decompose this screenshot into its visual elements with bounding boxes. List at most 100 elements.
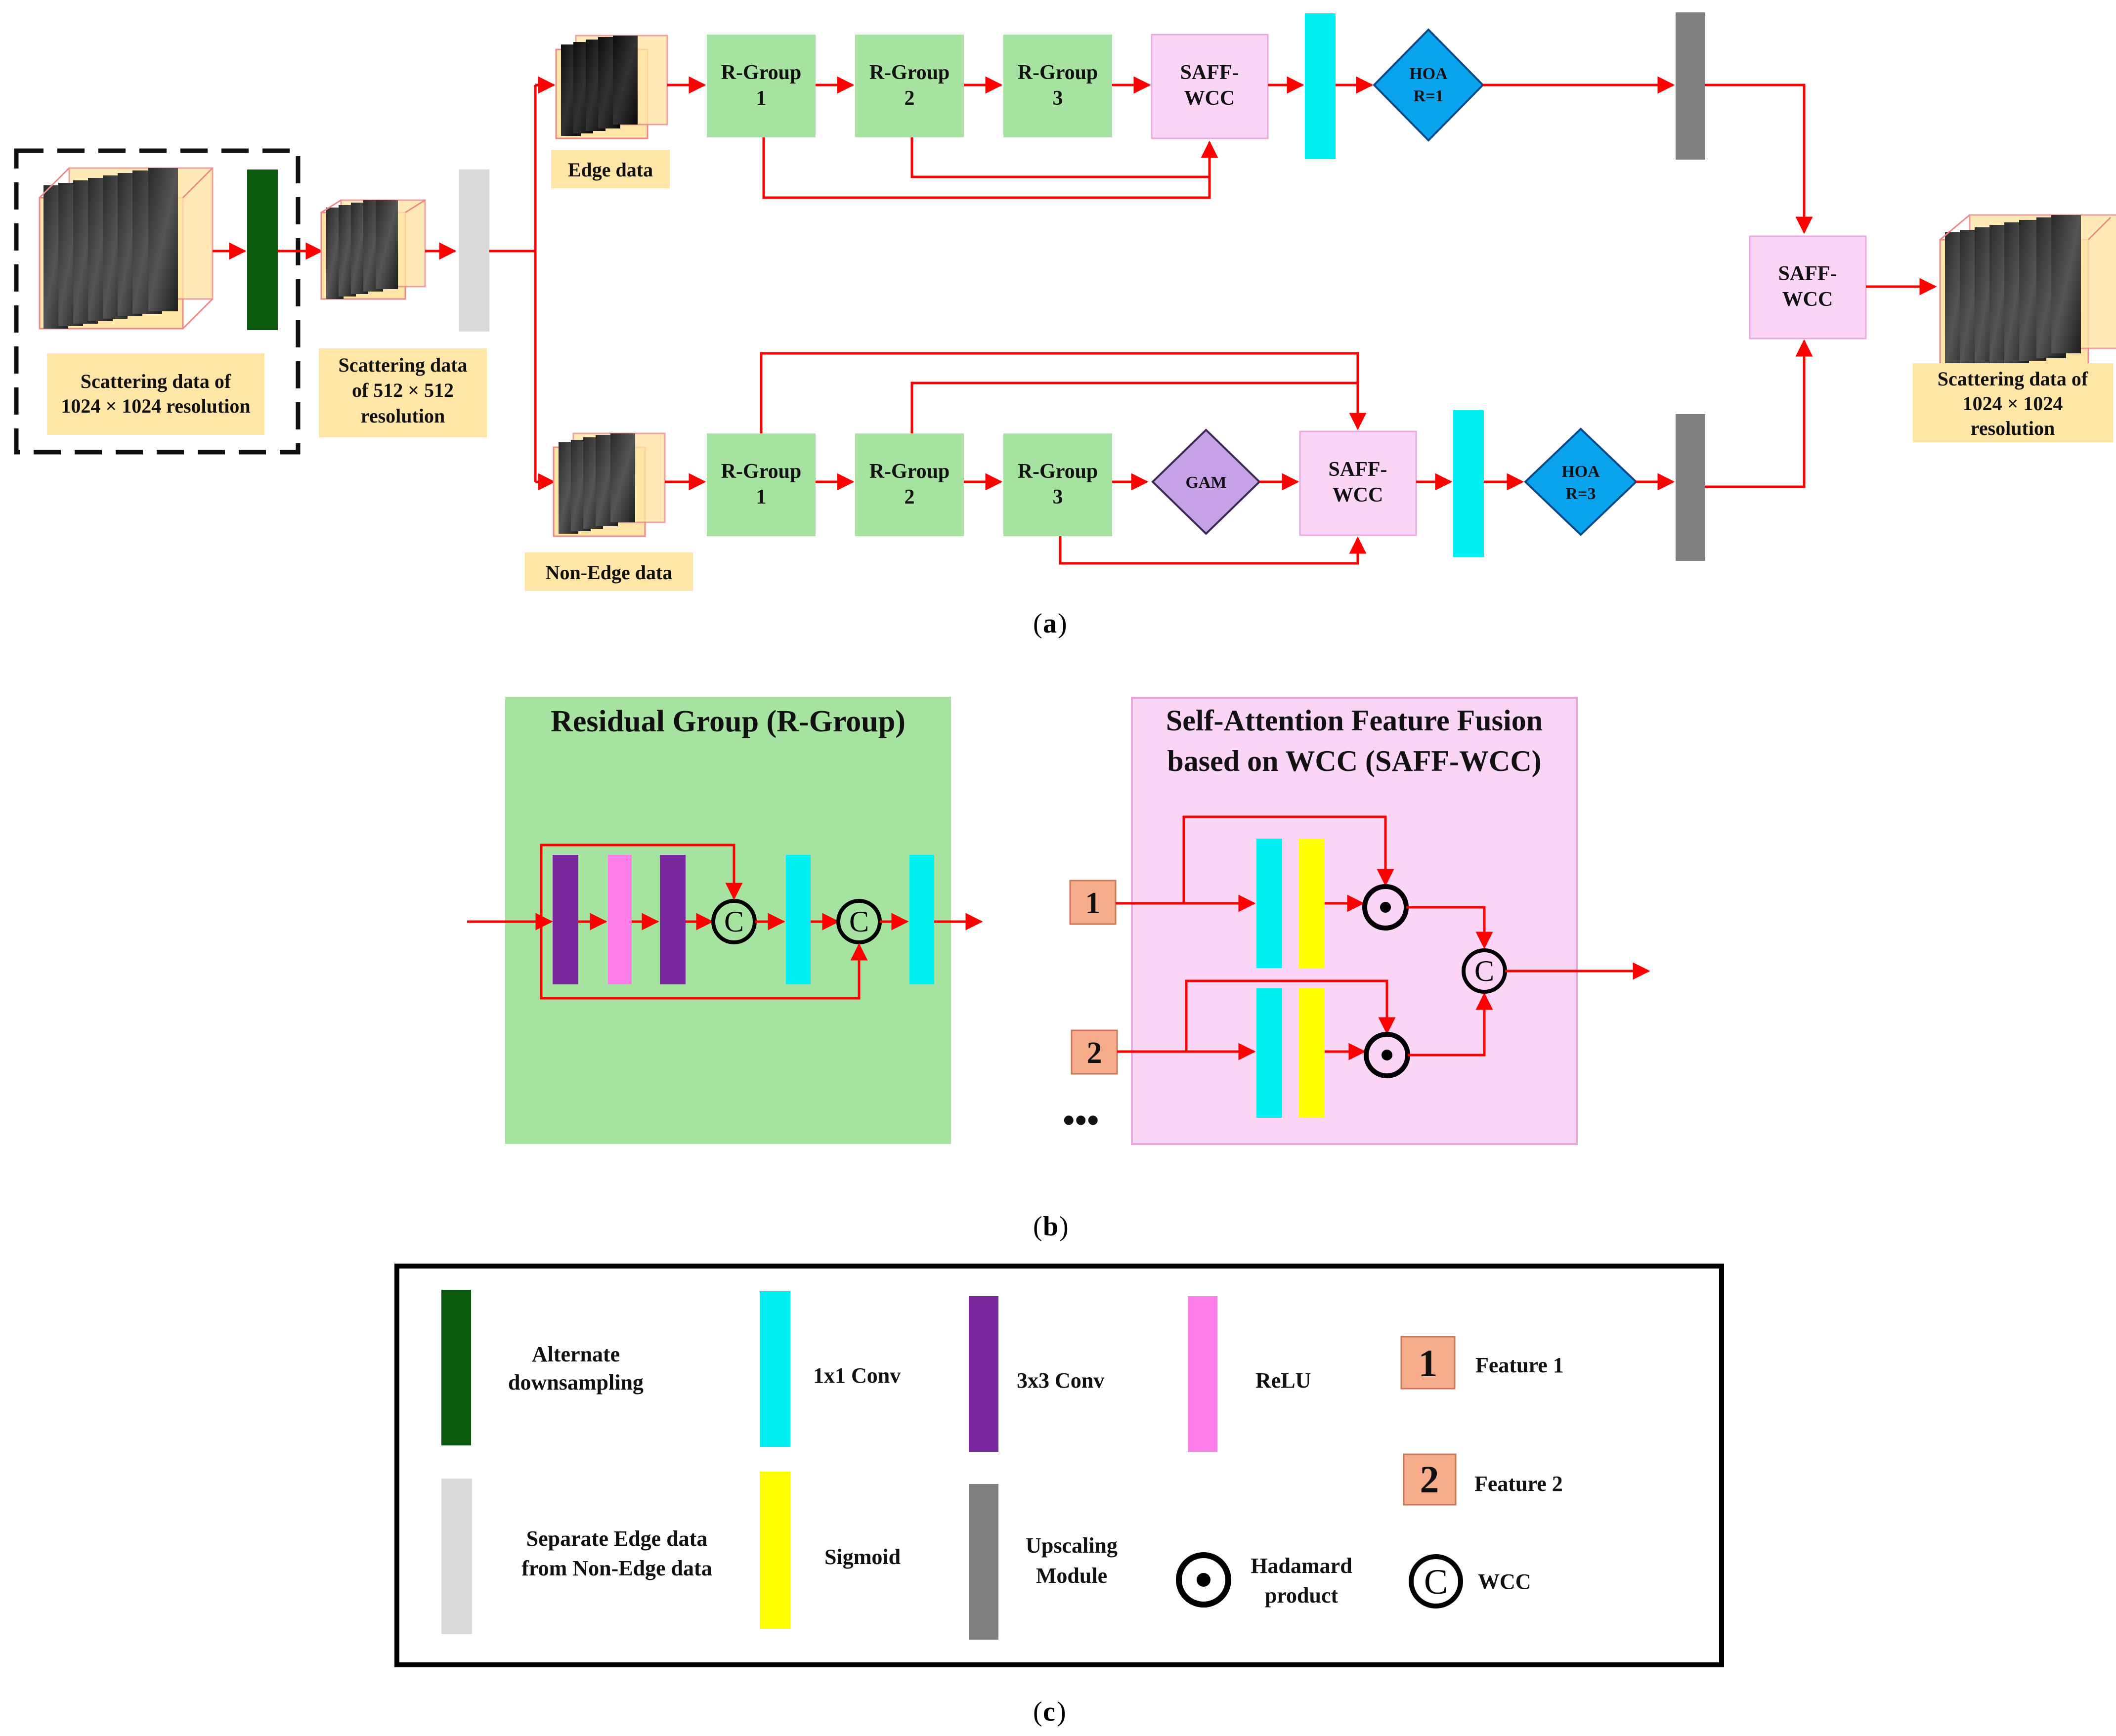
rg-relu <box>608 855 632 984</box>
bottom-hoa-diamond <box>1524 427 1638 536</box>
panel-b: Residual Group (R-Group) C C Self-Attent… <box>467 697 1650 1242</box>
legend-wcc-icon <box>1409 1554 1463 1609</box>
edge-data-stack-icon <box>555 35 668 139</box>
edge-label-bg <box>551 150 670 188</box>
mid-label-line1: Scattering data <box>338 354 467 376</box>
legend-upscale-line2: Module <box>1036 1564 1107 1588</box>
output-label-line1: Scattering data of <box>1938 368 2088 390</box>
bottom-rgroup-2-line1: R-Group <box>869 460 950 483</box>
bottom-upscaling-block <box>1676 414 1705 561</box>
feature-2-tag <box>1071 1029 1118 1075</box>
legend-feature2-tag <box>1403 1453 1457 1506</box>
rg-wcc-2-symbol: C <box>849 905 869 938</box>
legend-conv1-label: 1x1 Conv <box>813 1363 901 1388</box>
mid-label-bg <box>319 348 487 437</box>
output-label-line2: 1024 × 1024 <box>1963 392 2063 415</box>
final-saff-line2: WCC <box>1782 288 1833 311</box>
legend-feature1-num: 1 <box>1419 1342 1438 1385</box>
input-label-line2: 1024 × 1024 resolution <box>61 395 250 417</box>
caption-c-close: ) <box>1057 1696 1066 1727</box>
legend-alt-down-swatch <box>441 1290 471 1445</box>
legend-alt-down-line1: Alternate <box>532 1342 620 1366</box>
top-saff-line2: WCC <box>1184 87 1235 110</box>
legend-sigmoid-swatch <box>760 1472 790 1629</box>
legend-feature1-tag <box>1400 1336 1456 1390</box>
legend-frame <box>394 1264 1724 1667</box>
legend-conv3-swatch <box>969 1296 998 1452</box>
bottom-rgroup-1 <box>707 433 816 536</box>
legend-hadamard-icon <box>1176 1552 1231 1608</box>
panel-c-legend: Alternate downsampling 1x1 Conv 3x3 Conv… <box>394 1264 1724 1727</box>
top-rgroup-1-line1: R-Group <box>721 61 802 84</box>
bottom-saff-line2: WCC <box>1333 484 1383 507</box>
panel-a: Scattering data of 1024 × 1024 resolutio… <box>14 12 2116 639</box>
saff-hadamard-1-dot <box>1380 902 1391 913</box>
caption-b-open: ( <box>1033 1211 1042 1242</box>
rg-wcc-1-symbol: C <box>724 905 744 938</box>
caption-c-letter: c <box>1043 1696 1055 1727</box>
edge-label: Edge data <box>568 159 653 181</box>
final-saff-wcc <box>1749 235 1867 339</box>
feature-2-number: 2 <box>1087 1036 1102 1070</box>
legend-wcc-label: WCC <box>1478 1569 1531 1594</box>
legend-separate-line2: from Non-Edge data <box>521 1556 712 1580</box>
saff-wcc-symbol: C <box>1474 955 1494 987</box>
mid-label-line3: resolution <box>361 405 445 427</box>
input-label-bg <box>47 353 264 435</box>
output-label-bg <box>1913 363 2113 442</box>
legend-sigmoid-label: Sigmoid <box>824 1545 901 1569</box>
bottom-saff-line1: SAFF- <box>1329 458 1387 481</box>
top-1x1-conv <box>1305 13 1336 159</box>
mid-data-stack-icon <box>320 199 426 300</box>
caption-b-close: ) <box>1059 1211 1069 1242</box>
rg-3x3-conv-b <box>660 855 686 984</box>
saff-sigmoid-2 <box>1299 988 1325 1118</box>
final-saff-line1: SAFF- <box>1778 262 1837 285</box>
legend-relu-label: ReLU <box>1255 1368 1311 1393</box>
separate-edge-block <box>459 169 489 332</box>
caption-a-open: ( <box>1033 608 1042 639</box>
bottom-rgroup-2-line2: 2 <box>905 486 915 508</box>
top-rgroup-2-line2: 2 <box>905 87 915 110</box>
bottom-rgroup-3-line1: R-Group <box>1018 460 1098 483</box>
saff-title-line2: based on WCC (SAFF-WCC) <box>1167 745 1541 777</box>
rg-1x1-conv-a <box>786 855 811 984</box>
top-rgroup-3 <box>1003 35 1112 137</box>
nonedge-data-stack-icon <box>553 432 666 537</box>
legend-feature2-text: Feature 2 <box>1474 1472 1563 1496</box>
legend-separate-swatch <box>441 1479 472 1634</box>
top-hoa-diamond <box>1373 28 1484 142</box>
legend-upscale-line1: Upscaling <box>1026 1533 1118 1558</box>
bottom-rgroup-3-line2: 3 <box>1053 486 1063 508</box>
caption-a-letter: a <box>1043 608 1057 639</box>
input-dashed-frame <box>14 148 301 455</box>
saff-detail-box <box>1131 697 1578 1145</box>
gam-label: GAM <box>1185 473 1226 492</box>
saff-title-line1: Self-Attention Feature Fusion <box>1166 704 1543 737</box>
saff-sigmoid-1 <box>1299 839 1325 968</box>
bottom-hoa-line2: R=3 <box>1566 485 1596 503</box>
legend-relu-swatch <box>1188 1296 1217 1452</box>
bottom-rgroup-2 <box>855 433 964 536</box>
rg-1x1-conv-b <box>909 855 934 984</box>
output-data-stack-icon <box>1939 214 2116 374</box>
top-rgroup-1-line2: 1 <box>756 87 767 110</box>
top-rgroup-2-line1: R-Group <box>869 61 950 84</box>
caption-a-close: ) <box>1058 608 1067 639</box>
caption-c-open: ( <box>1033 1696 1042 1727</box>
saff-1x1-conv-2 <box>1256 988 1282 1118</box>
output-label-line3: resolution <box>1971 417 2055 439</box>
legend-separate-line1: Separate Edge data <box>526 1526 708 1551</box>
top-rgroup-3-line2: 3 <box>1053 87 1063 110</box>
legend-feature2-num: 2 <box>1420 1458 1439 1501</box>
bottom-saff-wcc <box>1299 430 1417 536</box>
nonedge-label-bg <box>525 552 693 591</box>
input-label-line1: Scattering data of <box>81 370 231 392</box>
legend-wcc-symbol: C <box>1424 1562 1448 1602</box>
top-rgroup-2 <box>855 35 964 137</box>
top-rgroup-1 <box>707 35 816 137</box>
alternate-downsampling-block <box>247 169 278 330</box>
rg-3x3-conv-a <box>553 855 578 984</box>
legend-hadamard-dot <box>1197 1573 1210 1587</box>
